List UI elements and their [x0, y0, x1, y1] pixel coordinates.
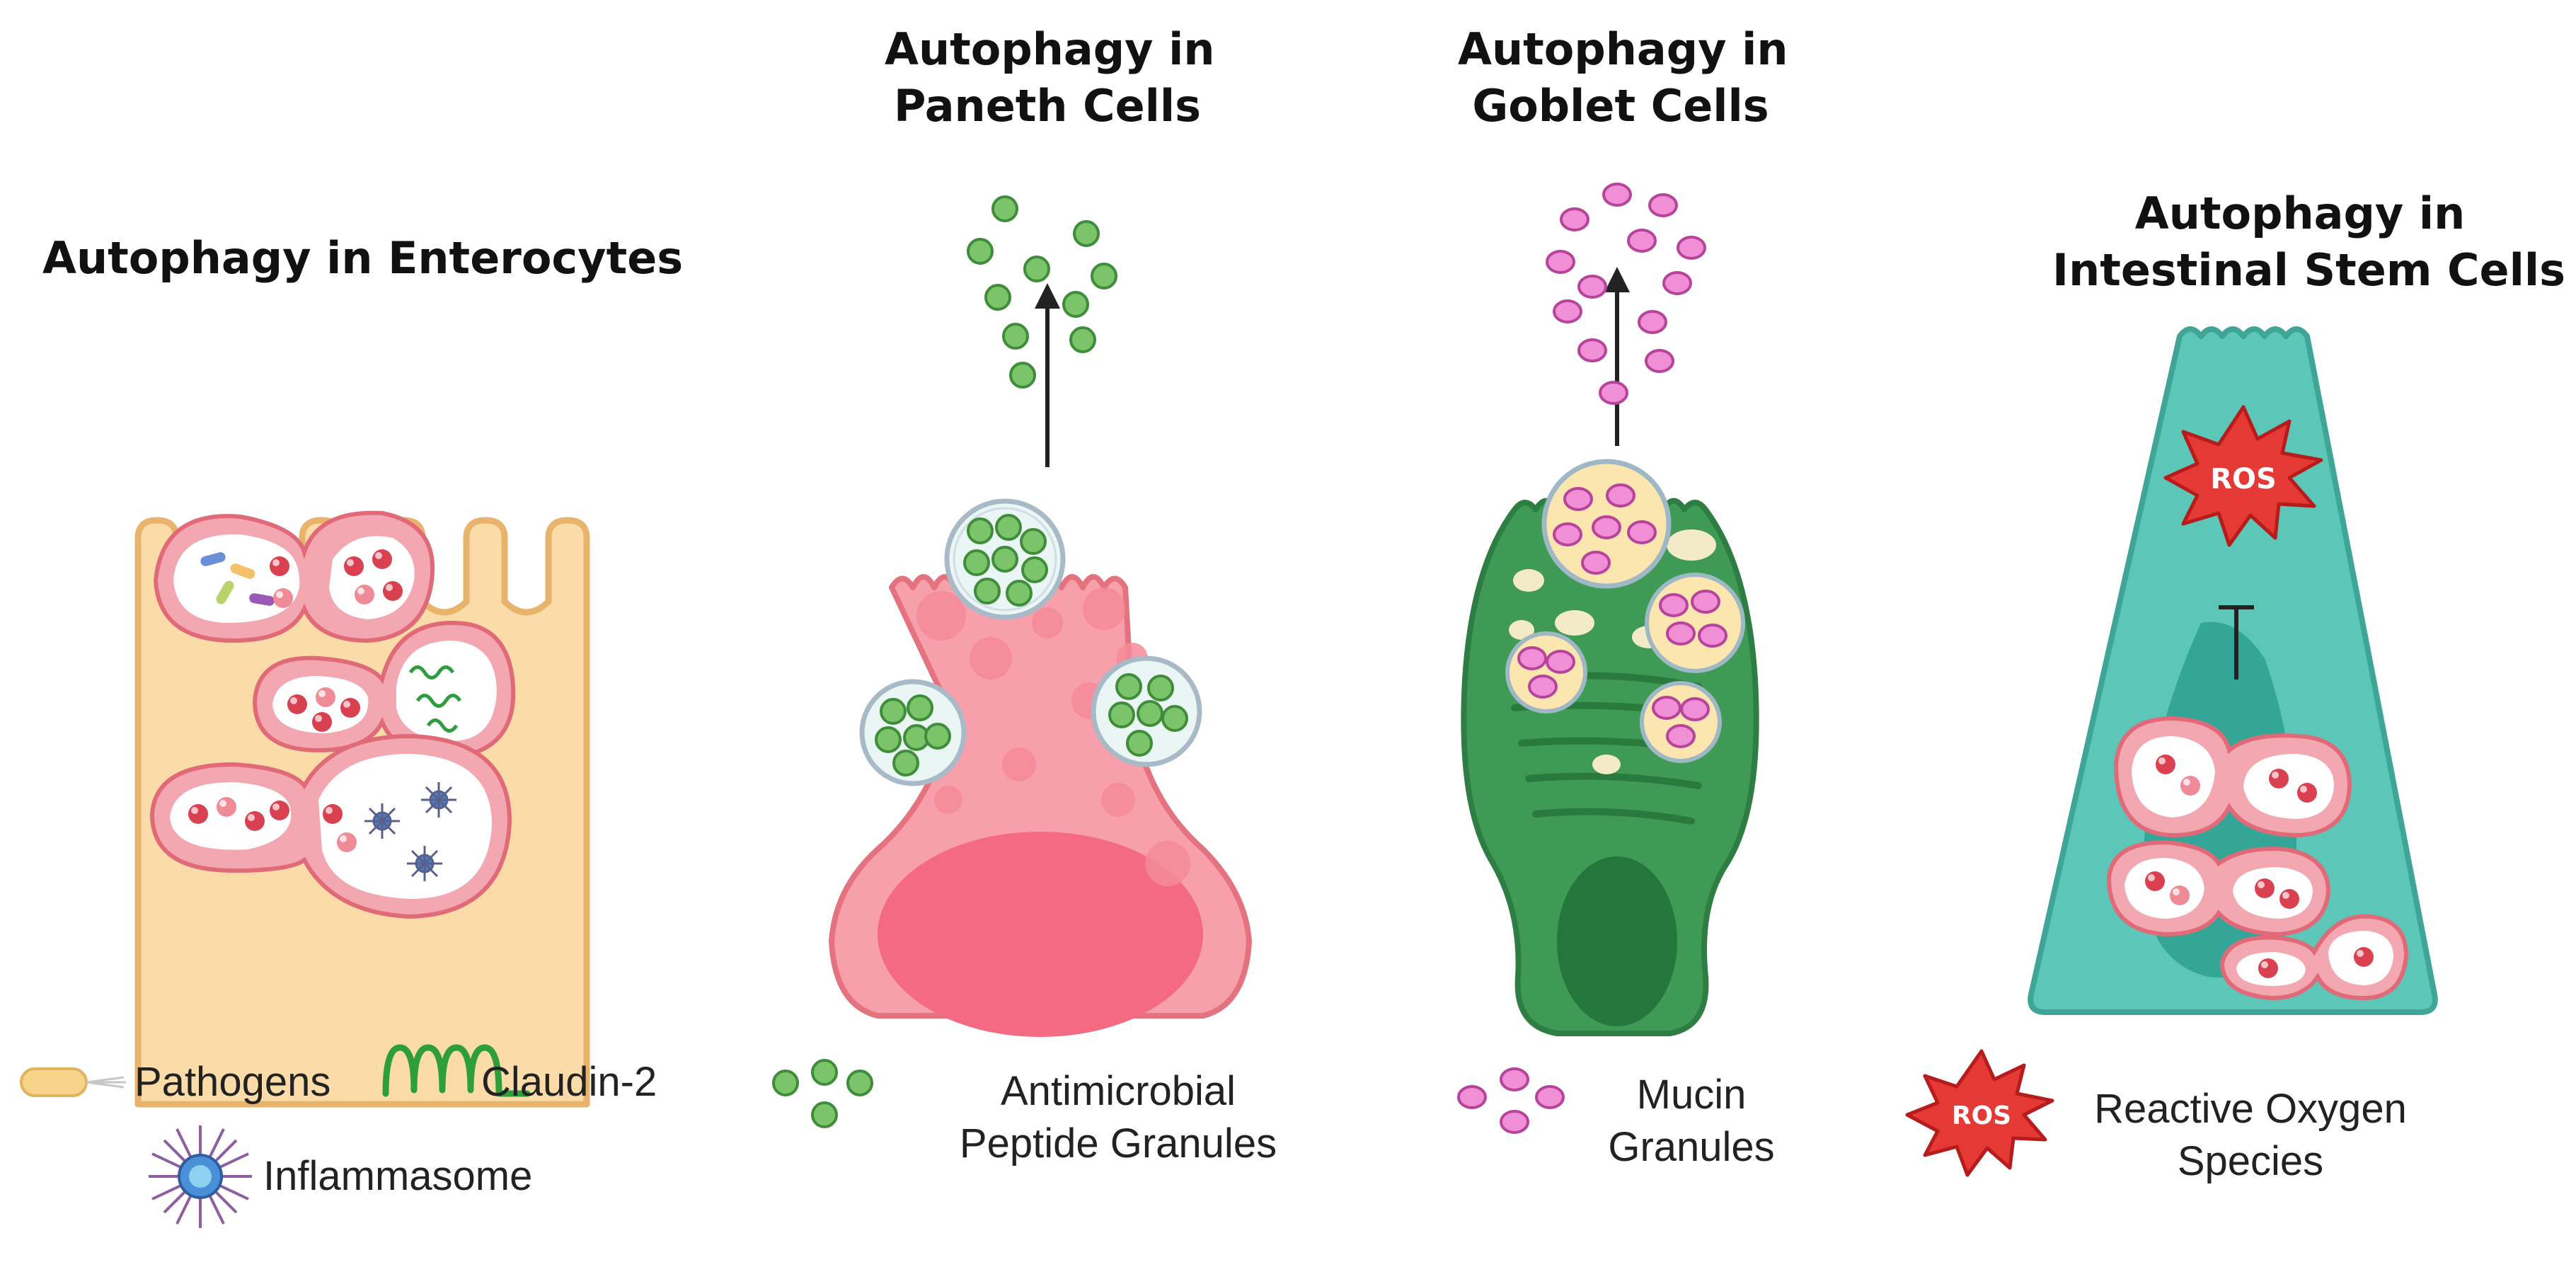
- claudin-2-icon: [382, 1044, 531, 1097]
- enterocytes-title: Autophagy in Enterocytes: [42, 232, 684, 284]
- stem-title-line-1: Autophagy in: [2134, 188, 2466, 239]
- inflammasome-icon: [149, 1125, 252, 1228]
- mucin-label-line-1: Mucin: [1636, 1072, 1747, 1118]
- ros-burst-icon: ROS: [2163, 405, 2323, 547]
- paneth-vesicle-top: [944, 498, 1066, 620]
- enterocyte-autophagosome-2: [252, 620, 516, 760]
- goblet-title-line-2: Goblet Cells: [1472, 80, 1769, 132]
- ros-legend-icon: ROS: [1905, 1049, 2054, 1177]
- inflammasome-label: Inflammasome: [263, 1153, 533, 1199]
- ros-burst-label: ROS: [2210, 463, 2277, 495]
- stem-title: Autophagy in Intestinal Stem Cells: [2052, 185, 2565, 299]
- stem-title-line-2: Intestinal Stem Cells: [2052, 244, 2565, 296]
- mucin-granules-label: Mucin Granules: [1585, 1069, 1798, 1174]
- goblet-title: Autophagy in Goblet Cells: [1458, 21, 1788, 134]
- goblet-title-line-1: Autophagy in: [1458, 23, 1788, 75]
- stem-autophagosome-3: [2219, 914, 2409, 1001]
- stem-autophagosome-1: [2113, 716, 2352, 838]
- paneth-cell: [829, 195, 1252, 1037]
- paneth-title: Autophagy in Paneth Cells: [885, 21, 1215, 134]
- enterocyte-autophagosome-1: [153, 510, 435, 643]
- pathogen-icon: [20, 1067, 126, 1097]
- pathogens-label: Pathogens: [134, 1059, 331, 1105]
- antimicrobial-granules-label: Antimicrobial Peptide Granules: [920, 1065, 1316, 1170]
- antimicrobial-label-line-2: Peptide Granules: [959, 1120, 1277, 1166]
- goblet-vesicle-top: [1541, 459, 1672, 589]
- goblet-vesicle-right: [1645, 573, 1745, 673]
- goblet-vesicle-bottom: [1640, 681, 1722, 763]
- goblet-cell: [1461, 183, 1759, 1036]
- mucin-label-line-2: Granules: [1608, 1124, 1775, 1170]
- reactive-oxygen-species-label: Reactive Oxygen Species: [2066, 1083, 2434, 1188]
- goblet-vesicle-left: [1505, 631, 1587, 713]
- stem-cell: ROS: [2028, 326, 2438, 1015]
- paneth-title-line-2: Paneth Cells: [893, 80, 1202, 132]
- goblet-secreted-granules: [1546, 183, 1706, 405]
- paneth-title-line-1: Autophagy in: [885, 23, 1215, 75]
- ros-label-line-1: Reactive Oxygen: [2094, 1086, 2407, 1132]
- paneth-vesicle-right: [1091, 655, 1202, 767]
- paneth-secreted-granules: [967, 195, 1117, 389]
- antimicrobial-granules-icon: [772, 1059, 873, 1128]
- enterocyte-autophagosome-3: [149, 733, 512, 919]
- stem-autophagosome-2: [2106, 839, 2331, 937]
- antimicrobial-label-line-1: Antimicrobial: [1001, 1068, 1236, 1114]
- enterocyte-cell: [134, 510, 590, 1108]
- paneth-vesicle-left: [859, 679, 967, 786]
- claudin-2-label: Claudin-2: [481, 1059, 657, 1105]
- ros-legend-badge: ROS: [1952, 1101, 2011, 1130]
- mucin-granules-icon: [1457, 1067, 1565, 1134]
- ros-label-line-2: Species: [2177, 1138, 2324, 1184]
